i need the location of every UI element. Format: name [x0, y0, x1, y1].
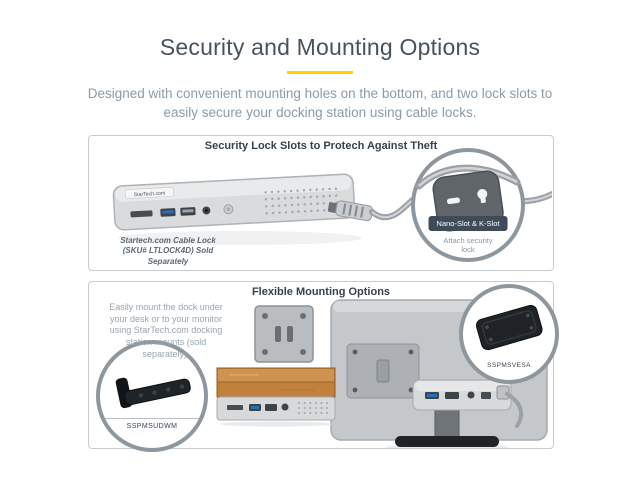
dock-shadow — [118, 231, 362, 245]
udwm-bracket-icon — [115, 377, 191, 409]
cable-lock — [327, 200, 374, 222]
cable-lock-caption: Startech.com Cable Lock (SKU# LTLOCK4D) … — [103, 236, 233, 267]
udwm-mount-callout: SSPMSUDWM — [96, 340, 208, 452]
nano-slot — [446, 197, 460, 205]
mounting-description: Easily mount the dock under your desk or… — [109, 302, 223, 359]
title-accent-underline — [287, 71, 353, 74]
vesa-plate — [254, 305, 314, 363]
mounting-panel-header: Flexible Mounting Options — [251, 286, 391, 298]
dock-brand-label: StarTech.com — [133, 191, 165, 199]
mounting-panel: Flexible Mounting Options Easily mount t… — [88, 281, 559, 452]
cable-lock-caption-line1: Startech.com Cable Lock — [120, 236, 216, 245]
attach-security-caption: Attach security lock — [443, 236, 493, 255]
page-subtitle: Designed with convenient mounting holes … — [87, 86, 553, 120]
lock-slots-closeup — [415, 164, 521, 232]
security-panel-header: Security Lock Slots to Protech Against T… — [204, 140, 438, 152]
stand-dock-lock — [496, 385, 510, 400]
closeup-cable — [415, 164, 521, 190]
monitor-mount-plate — [346, 343, 420, 399]
dock-illustration: StarTech.com — [112, 173, 552, 245]
monitor-stand-base — [385, 436, 509, 448]
k-slot — [477, 188, 488, 204]
cable-lock-caption-line2: (SKU# LTLOCK4D) Sold Separately — [122, 246, 214, 266]
sd-card-slot — [130, 210, 153, 218]
dock-brand-plate — [125, 186, 174, 199]
stand-dock — [412, 379, 524, 428]
udwm-label-banner: SSPMSUDWM — [100, 418, 204, 437]
lock-slots-callout: Nano-Slot & K-Slot Attach security lock — [411, 148, 525, 262]
vesa-mount-callout: SSPMSVESA — [459, 284, 559, 384]
dock-body: StarTech.com — [112, 173, 356, 231]
security-panel: Security Lock Slots to Protech Against T… — [88, 135, 554, 271]
under-desk-dock — [216, 396, 336, 427]
desk-surface — [216, 367, 336, 398]
dock-ports — [130, 204, 234, 218]
vesa-label: SSPMSVESA — [487, 362, 531, 369]
nano-k-slot-badge: Nano-Slot & K-Slot — [428, 216, 508, 231]
udwm-label: SSPMSUDWM — [126, 423, 178, 430]
page-title: Security and Mounting Options — [159, 34, 481, 60]
vesa-plate-icon — [475, 304, 543, 351]
